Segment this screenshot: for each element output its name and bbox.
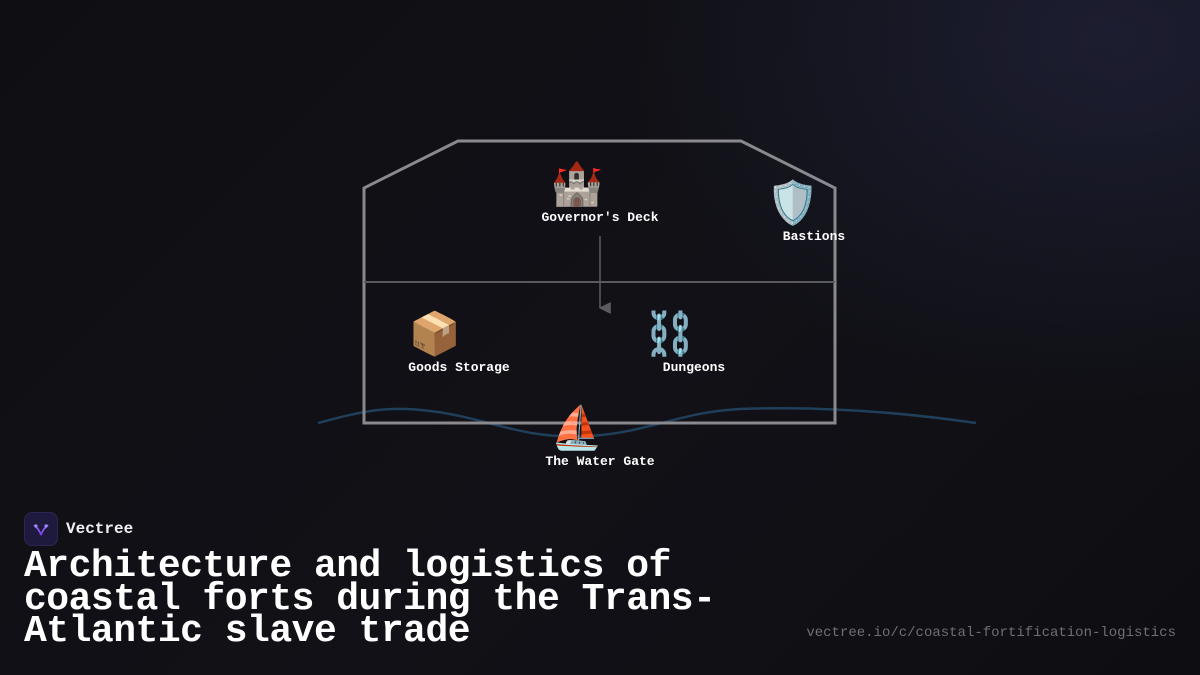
node-dungeons: ⛓️ Dungeons bbox=[639, 310, 725, 376]
node-governors-deck: 🏰 Governor's Deck bbox=[495, 160, 658, 226]
node-goods-storage: 📦 Goods Storage bbox=[382, 310, 509, 376]
node-label: Bastions bbox=[782, 229, 846, 244]
brand-name: Vectree bbox=[66, 520, 134, 538]
box-icon: 📦 bbox=[408, 309, 462, 358]
node-label: The Water Gate bbox=[545, 454, 655, 469]
source-url[interactable]: vectree.io/c/coastal-fortification-logis… bbox=[806, 625, 1176, 641]
brand: Vectree bbox=[24, 512, 133, 546]
sailboat-icon: ⛵ bbox=[550, 403, 604, 452]
vectree-logo-icon bbox=[24, 512, 58, 546]
node-label: Dungeons bbox=[662, 360, 726, 375]
castle-icon: 🏰 bbox=[550, 159, 604, 208]
fort-outline bbox=[362, 139, 837, 425]
page-title: Architecture and logistics of coastal fo… bbox=[24, 545, 716, 653]
node-label: Goods Storage bbox=[408, 360, 510, 375]
chains-icon: ⛓️ bbox=[643, 309, 697, 358]
water-line bbox=[317, 406, 977, 438]
node-bastions: 🛡️ Bastions bbox=[765, 179, 845, 245]
node-label: Governor's Deck bbox=[541, 210, 659, 225]
node-water-gate: ⛵ The Water Gate bbox=[521, 404, 654, 470]
shield-icon: 🛡️ bbox=[766, 178, 820, 227]
